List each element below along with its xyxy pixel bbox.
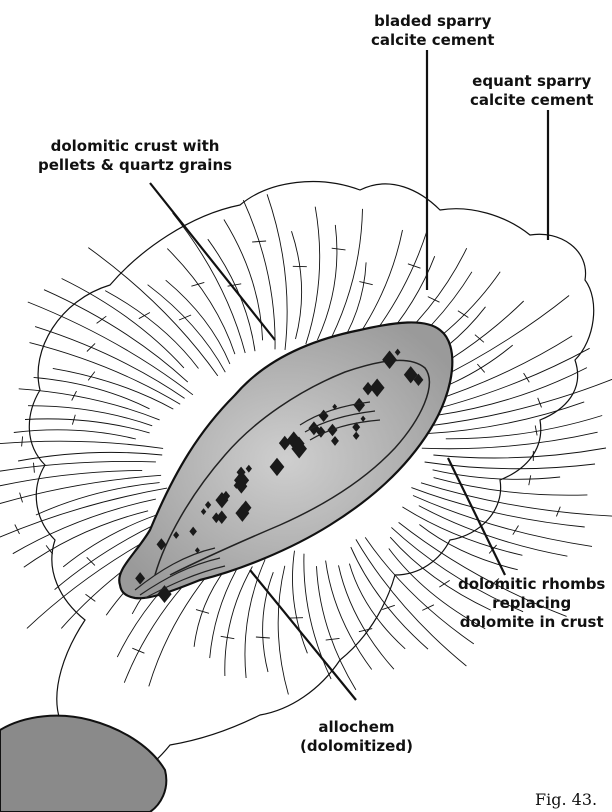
crystal-cross-boundary [382,605,395,609]
label-line: dolomitic rhombs [458,575,605,594]
label-equant-sparry-calcite: equant sparry calcite cement [470,72,593,110]
crystal-cross-boundary [34,463,35,473]
label-allochem: allochem (dolomitized) [300,718,413,756]
label-line: bladed sparry [371,12,494,31]
label-dolomitic-crust: dolomitic crust with pellets & quartz gr… [38,137,232,175]
label-line: (dolomitized) [300,737,413,756]
label-bladed-sparry-calcite: bladed sparry calcite cement [371,12,494,50]
label-line: dolomite in crust [458,613,605,632]
crystal-cross-boundary [529,475,531,485]
label-line: allochem [300,718,413,737]
label-line: calcite cement [371,31,494,50]
figure-caption: Fig. 43. [535,790,597,809]
crystal-cross-boundary [22,436,23,446]
label-line: replacing [458,594,605,613]
label-line: pellets & quartz grains [38,156,232,175]
label-line: dolomitic crust with [38,137,232,156]
label-line: calcite cement [470,91,593,110]
label-line: equant sparry [470,72,593,91]
label-dolomitic-rhombs: dolomitic rhombs replacing dolomite in c… [458,575,605,632]
crystal-cross-boundary [422,605,434,611]
